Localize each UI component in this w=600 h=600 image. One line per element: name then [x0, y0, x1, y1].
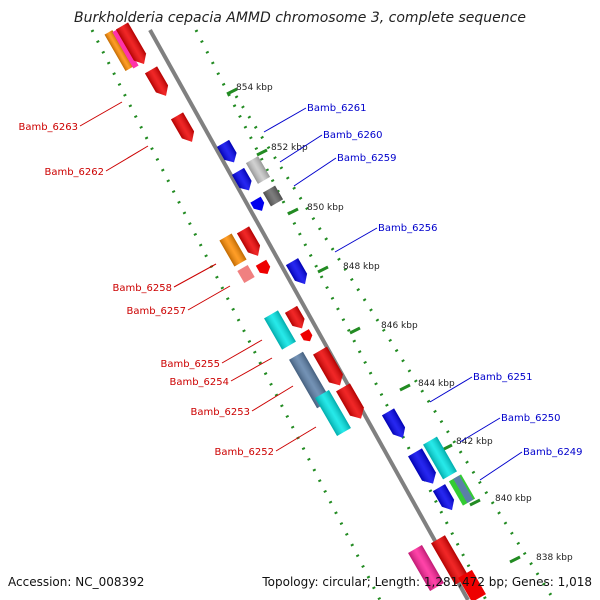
gene-bottom-red[interactable]: [431, 535, 469, 585]
gene-bamb-6253[interactable]: [289, 351, 331, 409]
tick-mark: [226, 87, 238, 96]
tick-label: 854 kbp: [236, 83, 273, 93]
tick-labels: 854 kbp 852 kbp 850 kbp 848 kbp 846 kbp …: [236, 83, 573, 563]
backbone-line: [148, 29, 470, 600]
gene-label[interactable]: Bamb_6259: [337, 153, 397, 164]
tick-label: 838 kbp: [536, 553, 573, 563]
gene-bamb-6253b[interactable]: [313, 346, 347, 390]
label-leader: [221, 339, 263, 364]
tick-mark: [349, 326, 361, 335]
gene-bamb-6257b[interactable]: [255, 259, 273, 277]
gene-label[interactable]: Bamb_6262: [44, 167, 104, 178]
gene-bamb-6250b[interactable]: [408, 448, 440, 487]
tick-mark: [469, 498, 481, 507]
gene-bamb-6259b[interactable]: [250, 196, 267, 214]
tick-label: 848 kbp: [343, 262, 380, 272]
tick-mark: [287, 207, 299, 216]
accession-text: Accession: NC_008392: [8, 575, 144, 589]
gene-bamb-6262[interactable]: [170, 112, 198, 145]
label-leader: [263, 107, 307, 133]
label-leader: [275, 426, 317, 452]
gene-label[interactable]: Bamb_6252: [214, 447, 274, 458]
gene-bamb-6263[interactable]: [115, 22, 150, 67]
label-leader: [293, 157, 337, 187]
gene-bamb-6261[interactable]: [216, 139, 240, 166]
gene-bamb-6258[interactable]: [219, 233, 247, 267]
tick-mark: [509, 555, 521, 564]
gene-bamb-6263b[interactable]: [144, 66, 172, 99]
gene-bamb-6257[interactable]: [237, 264, 255, 284]
gene-label[interactable]: Bamb_6263: [18, 122, 78, 133]
forward-gene-label-texts: Bamb_6261 Bamb_6260 Bamb_6259 Bamb_6256 …: [307, 103, 583, 458]
reverse-gene-label-texts: Bamb_6263 Bamb_6262 Bamb_6258 Bamb_6257 …: [18, 122, 274, 458]
label-leader: [479, 451, 523, 481]
forward-gene-labels: [263, 107, 523, 481]
gene-label[interactable]: Bamb_6251: [473, 372, 533, 383]
gene-bamb-6263-magenta[interactable]: [112, 29, 139, 69]
gene-label[interactable]: Bamb_6256: [378, 223, 438, 234]
tick-label: 844 kbp: [418, 379, 455, 389]
gene-label[interactable]: Bamb_6260: [323, 130, 383, 141]
gene-bamb-6255[interactable]: [264, 310, 296, 350]
label-leader: [173, 263, 217, 288]
label-leader: [459, 417, 501, 443]
gene-bamb-6258b[interactable]: [236, 226, 264, 259]
topology-summary: Topology: circular; Length: 1,281,472 bp…: [261, 575, 592, 589]
tick-mark: [399, 383, 411, 392]
gene-label[interactable]: Bamb_6258: [112, 283, 172, 294]
label-leader: [334, 227, 378, 253]
gene-label[interactable]: Bamb_6250: [501, 413, 561, 424]
gene-bamb-6252b[interactable]: [336, 383, 368, 422]
gene-bamb-6255b[interactable]: [284, 305, 308, 332]
tick-label: 852 kbp: [271, 143, 308, 153]
gene-bamb-6259[interactable]: [262, 185, 284, 207]
tick-mark: [256, 148, 268, 157]
label-leader: [251, 385, 294, 412]
gene-label[interactable]: Bamb_6255: [160, 359, 220, 370]
map-title: Burkholderia cepacia AMMD chromosome 3, …: [74, 10, 526, 26]
gene-label[interactable]: Bamb_6254: [169, 377, 229, 388]
gene-label[interactable]: Bamb_6261: [307, 103, 367, 114]
reverse-gene-labels: [79, 101, 317, 452]
label-leader: [187, 285, 231, 311]
label-leader: [429, 376, 473, 403]
guide-line-inner-right: [194, 29, 488, 600]
label-leader: [105, 145, 149, 172]
gene-bottom-red-2[interactable]: [458, 569, 486, 600]
gene-bamb-6249[interactable]: [448, 474, 476, 506]
gene-bamb-6251[interactable]: [381, 408, 409, 441]
tick-label: 842 kbp: [456, 437, 493, 447]
gene-bamb-6249b[interactable]: [432, 484, 458, 514]
gene-bamb-6263-orange[interactable]: [104, 30, 134, 72]
tick-mark: [317, 265, 329, 274]
label-leader: [79, 101, 123, 127]
gene-bamb-6252[interactable]: [315, 389, 351, 437]
tick-label: 840 kbp: [495, 494, 532, 504]
gene-label[interactable]: Bamb_6253: [190, 407, 250, 418]
label-leader: [279, 134, 323, 163]
tick-label: 850 kbp: [307, 203, 344, 213]
gene-bamb-6250[interactable]: [423, 436, 457, 480]
gene-bamb-6256[interactable]: [285, 258, 311, 288]
gene-bamb-6254[interactable]: [300, 329, 314, 344]
gene-features: [104, 22, 486, 600]
gene-label[interactable]: Bamb_6257: [126, 306, 186, 317]
gene-bamb-6260[interactable]: [245, 156, 271, 184]
gene-label[interactable]: Bamb_6249: [523, 447, 583, 458]
label-leader: [230, 357, 273, 382]
gene-bamb-6260b[interactable]: [231, 167, 255, 194]
gene-bottom-magenta[interactable]: [408, 544, 444, 592]
tick-label: 846 kbp: [381, 321, 418, 331]
